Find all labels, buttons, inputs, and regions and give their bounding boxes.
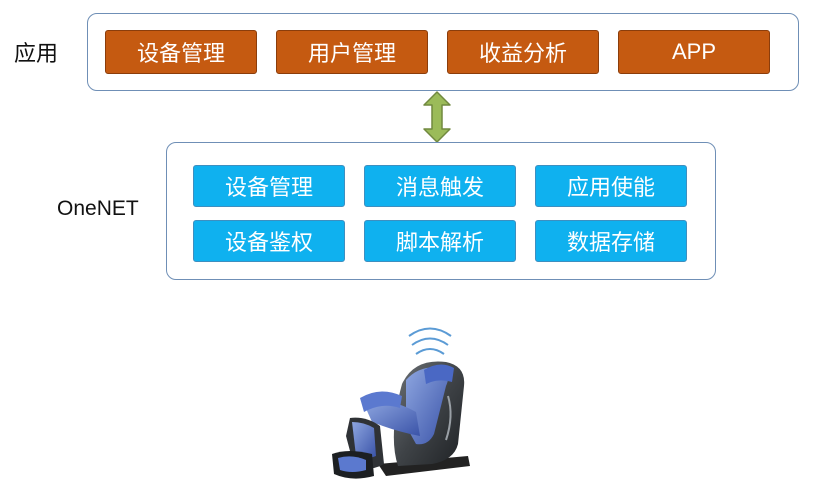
platform-layer-label: OneNET (57, 197, 139, 220)
platform-box-data-storage: 数据存储 (535, 220, 687, 262)
app-layer-label: 应用 (14, 42, 59, 67)
platform-box-application-enablement: 应用使能 (535, 165, 687, 207)
app-box-user-management: 用户管理 (276, 30, 428, 74)
wireless-signal-icon (408, 327, 452, 355)
app-box-revenue-analysis: 收益分析 (447, 30, 599, 74)
app-box-device-management: 设备管理 (105, 30, 257, 74)
massage-chair-icon (332, 361, 470, 479)
platform-box-message-trigger: 消息触发 (364, 165, 516, 207)
platform-box-script-parsing: 脚本解析 (364, 220, 516, 262)
platform-box-device-authentication: 设备鉴权 (193, 220, 345, 262)
platform-box-device-management: 设备管理 (193, 165, 345, 207)
app-box-app: APP (618, 30, 770, 74)
bidirectional-arrow-icon (423, 91, 451, 143)
